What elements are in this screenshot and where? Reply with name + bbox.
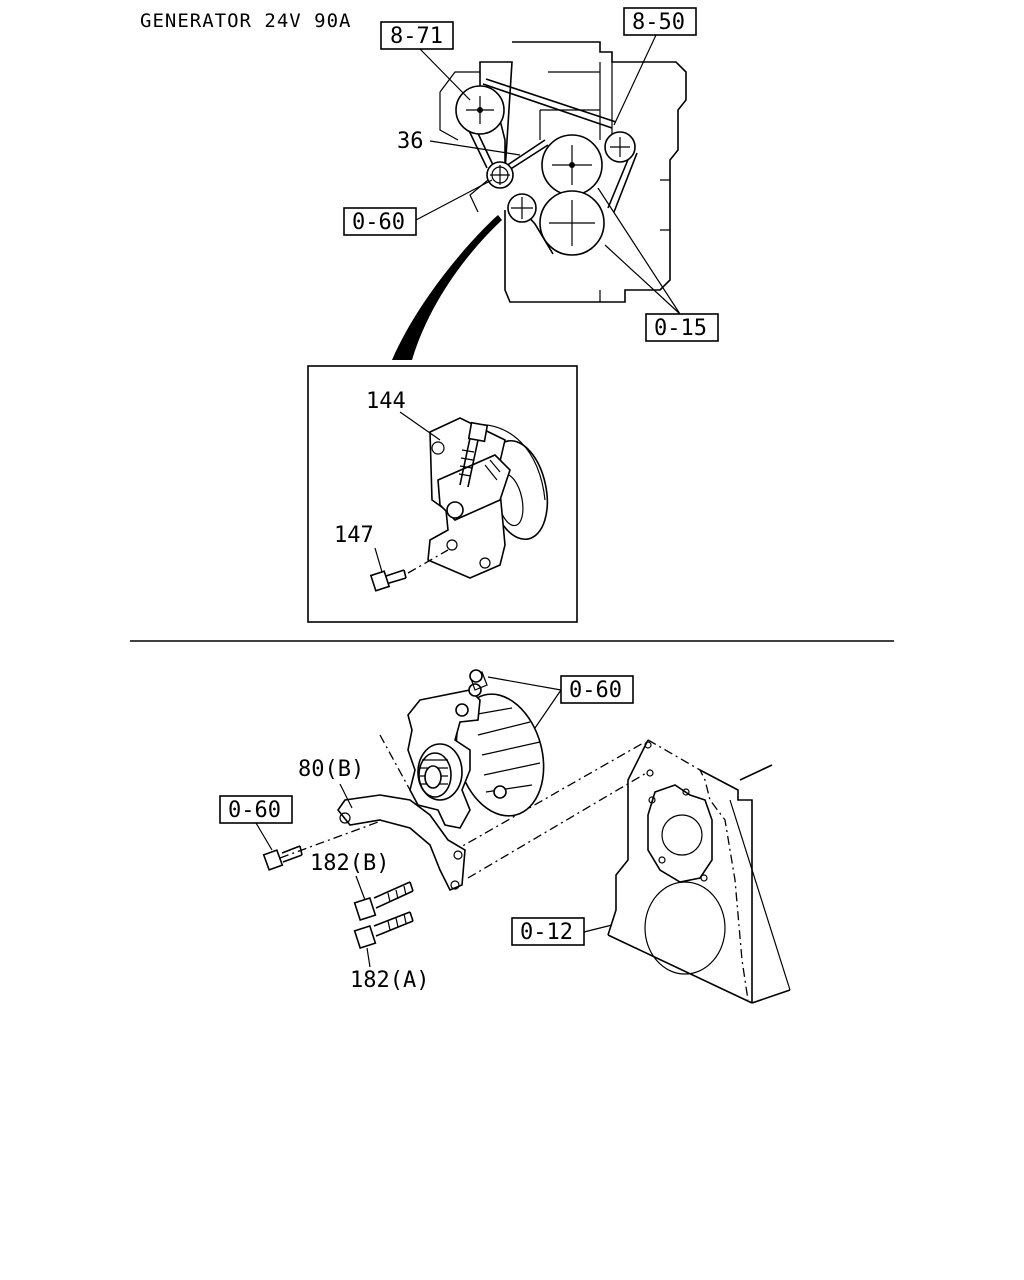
- leader-8-50: [613, 34, 657, 126]
- timing-bolt-1: [682, 788, 690, 796]
- inset-bracket-hole-2: [446, 539, 458, 551]
- generator-pulley: [486, 161, 514, 189]
- engine-block-edge: [729, 799, 791, 991]
- part-147: 147: [334, 523, 374, 548]
- tensioner-pulley: [604, 131, 636, 163]
- bracket-hole-1: [453, 850, 463, 860]
- mount-hole-2: [646, 769, 654, 777]
- inset-bolt-thread: [458, 449, 475, 477]
- generator-body: [407, 671, 545, 829]
- mount-axis-1: [451, 741, 646, 853]
- bracket-outline: [439, 71, 480, 141]
- leader-36: [429, 140, 521, 156]
- top-nut: [469, 669, 483, 683]
- flywheel-opening: [644, 881, 726, 975]
- crankshaft-pulley: [539, 190, 605, 256]
- callout-box-0-12: [511, 917, 585, 946]
- top-callouts: 8-71 8-50 36 0-60 0-15: [343, 7, 719, 342]
- idler-pulley: [507, 193, 537, 223]
- leader-0-60-right: [487, 676, 562, 729]
- leader-182b: [355, 875, 366, 901]
- part-182a: 182(A): [350, 968, 429, 993]
- detail-inset: 144 147: [307, 365, 578, 623]
- callout-box-8-50: [623, 7, 697, 36]
- callout-box-0-60-left: [219, 795, 293, 824]
- part-80b: 80(B): [298, 757, 364, 782]
- generator-mounting-view: [262, 669, 791, 1004]
- leader-144: [399, 411, 441, 441]
- part-182b: 182(B): [310, 851, 389, 876]
- inset-slot: [484, 459, 501, 481]
- timing-bolt-4: [658, 856, 666, 864]
- callout-box-0-60-right: [560, 675, 634, 704]
- engine-block-outline: [607, 739, 791, 1004]
- engine-detail-lines: [539, 62, 613, 150]
- mount-hole-1: [644, 741, 652, 749]
- engine-detail-lines-2: [599, 179, 670, 302]
- leader-0-60-top: [415, 179, 493, 221]
- bolt-182a: [353, 911, 414, 950]
- inset-bolt-head: [467, 421, 489, 443]
- callout-0-60-top: 0-60: [352, 210, 405, 235]
- inset-bolt-147-shank: [385, 569, 407, 585]
- detail-pointer: [392, 215, 502, 360]
- callout-0-12: 0-12: [520, 920, 573, 945]
- callout-box-8-71: [380, 21, 454, 50]
- mount-axis-4: [379, 734, 411, 791]
- leader-0-15: [597, 187, 681, 315]
- inset-frame: [307, 365, 578, 623]
- part-36: 36: [397, 129, 424, 154]
- inset-bolt-147-head: [369, 570, 391, 592]
- callout-0-60-right: 0-60: [569, 678, 622, 703]
- callout-0-15: 0-15: [654, 316, 707, 341]
- inset-bracket-hole-1: [431, 441, 445, 455]
- mounting-plate: [647, 739, 749, 1001]
- leader-0-60-left: [255, 822, 273, 851]
- part-144: 144: [366, 389, 406, 414]
- leader-0-12: [583, 924, 613, 933]
- inset-adjuster-bolt: [459, 437, 479, 488]
- leader-182a: [366, 947, 371, 968]
- bracket-slot: [339, 812, 351, 824]
- timing-bolt-2: [700, 874, 708, 882]
- water-pump-pulley: [541, 134, 603, 196]
- leader-80b: [339, 783, 353, 809]
- bolt-182b: [353, 881, 414, 922]
- callout-8-71: 8-71: [390, 24, 443, 49]
- callout-8-50: 8-50: [632, 10, 685, 35]
- callout-box-0-60-top: [343, 207, 417, 236]
- adjust-bolt-left: [262, 845, 303, 871]
- callout-0-60-left: 0-60: [228, 798, 281, 823]
- inset-bracket-hole-3: [479, 557, 491, 569]
- callout-box-0-15: [645, 313, 719, 342]
- inset-pivot-nut: [446, 501, 464, 519]
- bracket-hole-2: [450, 880, 460, 890]
- timing-bolt-3: [648, 796, 656, 804]
- engine-front-view: [392, 41, 687, 360]
- timing-gear-hub: [661, 814, 703, 856]
- leader-147: [374, 547, 383, 573]
- leader-8-71: [419, 48, 471, 101]
- inset-bolt-147-axis: [407, 549, 449, 574]
- mount-axis-2: [467, 771, 649, 879]
- adjusting-bracket-80b: [337, 794, 466, 892]
- idler-bracket-outline: [469, 179, 489, 213]
- diagram-title: GENERATOR 24V 90A: [140, 10, 351, 32]
- bottom-callouts: 0-60 80(B) 0-60 182(B) 0-12 182(A): [219, 675, 634, 993]
